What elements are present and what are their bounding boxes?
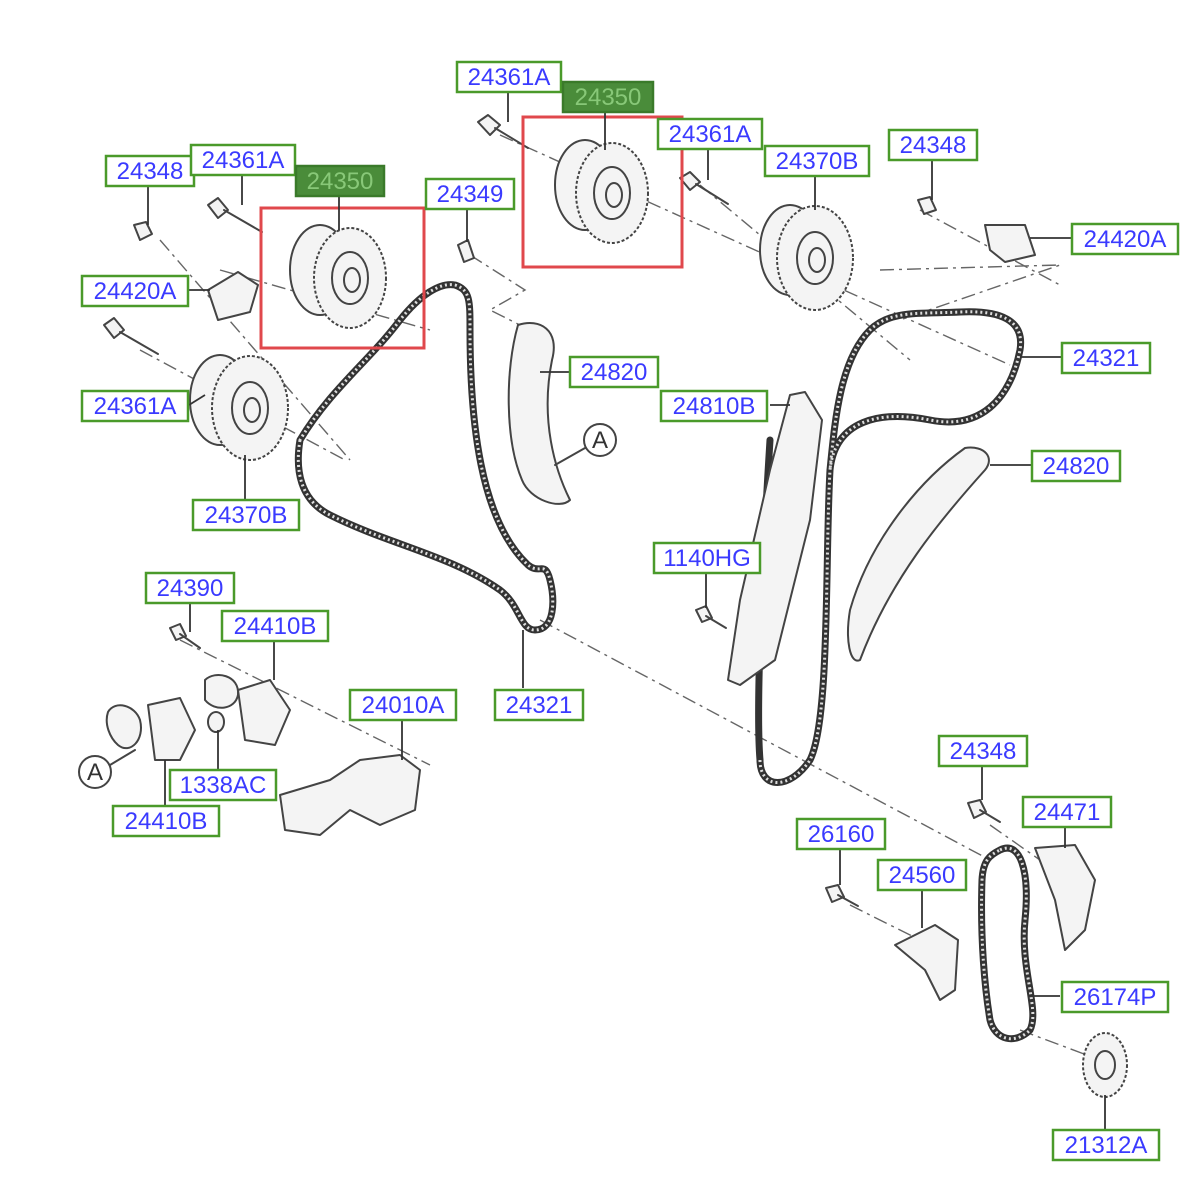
part-number: 24471 bbox=[1034, 799, 1101, 826]
part-number: 21312A bbox=[1065, 1132, 1148, 1159]
part-label-24010a: 24010A bbox=[348, 688, 458, 722]
svg-text:A: A bbox=[592, 427, 608, 454]
part-number: 24810B bbox=[673, 393, 756, 420]
tensioner-24471 bbox=[1034, 844, 1096, 951]
part-number: 24410B bbox=[125, 808, 208, 835]
part-label-24560: 24560 bbox=[876, 858, 968, 892]
part-number: 24820 bbox=[1043, 453, 1110, 480]
callout-box-left bbox=[259, 206, 426, 350]
part-label-24820-mid: 24820 bbox=[568, 355, 660, 389]
sprocket-24370B-top bbox=[759, 204, 854, 311]
sprocket-24350-left bbox=[289, 224, 387, 329]
part-label-24471: 24471 bbox=[1021, 795, 1113, 829]
guide-24820-mid bbox=[507, 322, 571, 505]
part-number: 24370B bbox=[776, 148, 859, 175]
part-label-24370b-lower: 24370B bbox=[191, 498, 301, 532]
part-number: 24361A bbox=[94, 393, 177, 420]
tensioner-assembly bbox=[105, 674, 421, 836]
callout-box-top bbox=[521, 115, 684, 269]
part-label-24361a-lower: 24361A bbox=[80, 389, 190, 423]
part-label-24321-right: 24321 bbox=[1060, 341, 1152, 375]
part-label-21312a: 21312A bbox=[1051, 1128, 1161, 1162]
part-number: 24370B bbox=[205, 502, 288, 529]
reference-mark-A-left: A bbox=[78, 749, 136, 789]
part-number: 1140HG bbox=[663, 545, 751, 572]
part-label-24349: 24349 bbox=[424, 177, 516, 211]
part-label-24350-left: 24350 bbox=[294, 164, 386, 198]
part-number: 24361A bbox=[202, 147, 285, 174]
sprocket-24350-top bbox=[554, 139, 649, 244]
part-label-26160: 26160 bbox=[795, 817, 887, 851]
part-label-24410b-top: 24410B bbox=[220, 609, 330, 643]
guide-24810B bbox=[727, 391, 823, 686]
part-number: 24010A bbox=[362, 692, 445, 719]
oil-pump-chain bbox=[978, 844, 1037, 1043]
part-number: 24410B bbox=[234, 613, 317, 640]
sprocket-24370B-lower bbox=[189, 354, 289, 461]
part-label-24348-bottomright: 24348 bbox=[937, 734, 1029, 768]
part-number: 24420A bbox=[94, 278, 177, 305]
part-number: 24349 bbox=[437, 181, 504, 208]
part-number: 24350 bbox=[575, 84, 642, 111]
part-label-24420a-left: 24420A bbox=[80, 274, 190, 308]
part-number: 24361A bbox=[669, 121, 752, 148]
part-label-24420a-right: 24420A bbox=[1070, 222, 1180, 256]
part-label-24410b-bottom: 24410B bbox=[111, 804, 221, 838]
part-number: 24420A bbox=[1084, 226, 1167, 253]
part-labels: 24361A 24350 24361A 24370B 24348 24420A 24348 2… bbox=[80, 60, 1180, 1162]
part-number: 24361A bbox=[468, 64, 551, 91]
part-number: 1338AC bbox=[180, 772, 267, 799]
part-label-1338ac: 1338AC bbox=[168, 768, 278, 802]
part-number: 24348 bbox=[117, 158, 184, 185]
part-number: 26174P bbox=[1074, 984, 1157, 1011]
axis-lines bbox=[139, 134, 1101, 1061]
tensioner-24560 bbox=[894, 924, 959, 1001]
timing-chain-left bbox=[294, 281, 557, 634]
part-label-24348-topright: 24348 bbox=[887, 128, 979, 162]
part-label-24348-left: 24348 bbox=[104, 154, 196, 188]
part-number: 26160 bbox=[808, 821, 875, 848]
part-number: 24350 bbox=[307, 168, 374, 195]
svg-text:A: A bbox=[87, 759, 103, 786]
leader-lines bbox=[147, 90, 1106, 1130]
guide-24420A-left bbox=[207, 271, 259, 321]
part-number: 24321 bbox=[506, 692, 573, 719]
part-label-24370b-top: 24370B bbox=[763, 144, 871, 178]
part-number: 24560 bbox=[889, 862, 956, 889]
part-label-24820-right: 24820 bbox=[1030, 449, 1122, 483]
part-label-24810b: 24810B bbox=[659, 389, 769, 423]
part-label-24390: 24390 bbox=[144, 571, 236, 605]
part-label-24321-mid: 24321 bbox=[493, 688, 585, 722]
part-number: 24820 bbox=[581, 359, 648, 386]
reference-mark-A-mid: A bbox=[554, 423, 617, 466]
guide-24820-right bbox=[847, 446, 990, 662]
part-number: 24348 bbox=[950, 738, 1017, 765]
part-number: 24390 bbox=[157, 575, 224, 602]
part-label-24361a-top: 24361A bbox=[455, 60, 563, 94]
part-number: 24348 bbox=[900, 132, 967, 159]
guide-24420A-right bbox=[984, 224, 1036, 263]
crank-sprocket-21312A bbox=[1082, 1032, 1128, 1098]
part-number: 24321 bbox=[1073, 345, 1140, 372]
part-label-24361a-left: 24361A bbox=[189, 143, 297, 177]
part-label-26174p: 26174P bbox=[1060, 980, 1170, 1014]
part-label-1140hg: 1140HG bbox=[652, 541, 762, 575]
part-label-24361a-mid: 24361A bbox=[656, 117, 764, 151]
part-label-24350-top: 24350 bbox=[561, 80, 655, 114]
bolts bbox=[103, 114, 1001, 907]
